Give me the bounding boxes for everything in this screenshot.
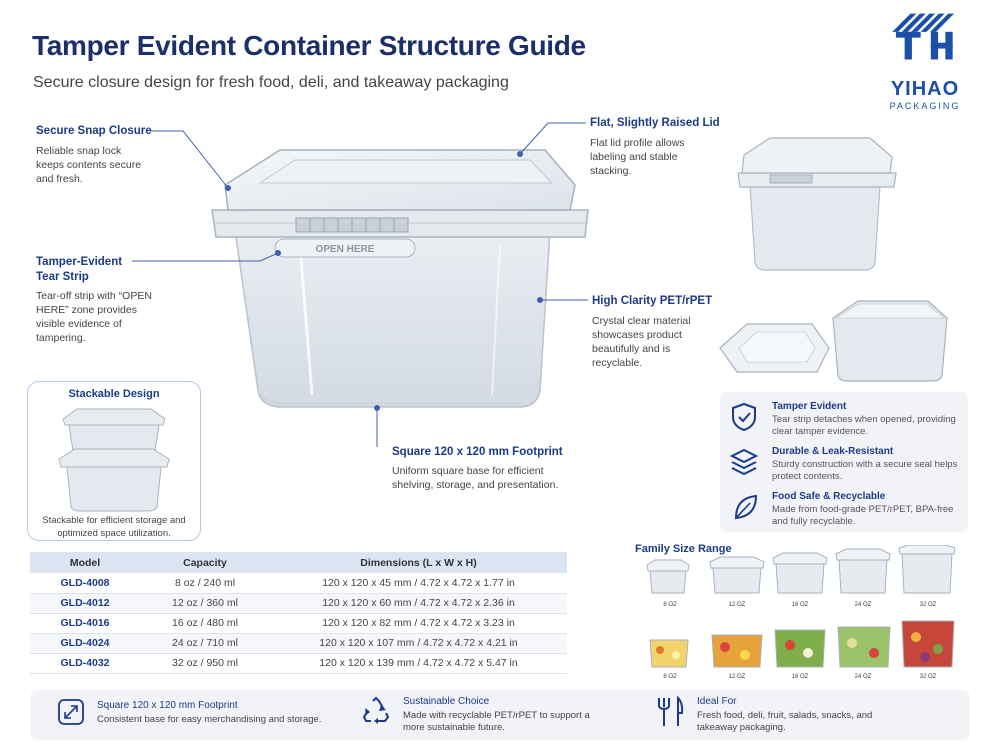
logo-subtext: PACKAGING — [889, 101, 961, 111]
spec-table: Model Capacity Dimensions (L x W x H) GL… — [30, 552, 567, 674]
table-cell-model: GLD-4032 — [30, 653, 140, 674]
table-header-model: Model — [30, 552, 140, 573]
table-row: GLD-4012 12 oz / 360 ml 120 x 120 x 60 m… — [30, 593, 567, 614]
callout-tear-text: Tear-off strip with “OPEN HERE” zone pro… — [36, 290, 152, 344]
table-cell-model: GLD-4016 — [30, 613, 140, 634]
callout-footprint-text: Uniform square base for efficient shelvi… — [392, 465, 559, 491]
family-size-label: 24 OZ — [854, 674, 872, 680]
callout-snap-text: Reliable snap lock keeps contents secure… — [36, 145, 142, 185]
table-cell-dimensions: 120 x 120 x 45 mm / 4.72 x 4.72 x 1.77 i… — [270, 573, 567, 594]
table-row: GLD-4032 32 oz / 950 ml 120 x 120 x 139 … — [30, 653, 567, 674]
bottom-ideal-title: Ideal For — [697, 696, 737, 707]
yihao-logo-icon — [892, 13, 955, 60]
resize-icon — [58, 699, 84, 725]
family-size-title: Family Size Range — [635, 543, 732, 555]
leaf-icon — [734, 494, 758, 520]
family-size-label: 12 OZ — [728, 674, 746, 680]
bottom-sustainable-text: Made with recyclable PET/rPET to support… — [403, 710, 590, 733]
family-size-label: 32 OZ — [919, 602, 937, 608]
container-closed-image — [737, 137, 897, 271]
bottom-sustainable-title: Sustainable Choice — [403, 696, 490, 707]
shield-check-icon — [732, 402, 756, 432]
table-header-capacity: Capacity — [140, 552, 270, 573]
table-cell-dimensions: 120 x 120 x 107 mm / 4.72 x 4.72 x 4.21 … — [270, 633, 567, 654]
layers-icon — [730, 448, 758, 476]
table-cell-model: GLD-4008 — [30, 573, 140, 594]
feature-food-safe-title: Food Safe & Recyclable — [772, 491, 886, 502]
stackable-text: Stackable for efficient storage and opti… — [42, 515, 186, 539]
family-size-label: 8 OZ — [663, 674, 677, 680]
table-cell-capacity: 16 oz / 480 ml — [140, 613, 270, 634]
container-base-image — [832, 300, 948, 382]
feature-tamper-title: Tamper Evident — [772, 401, 847, 412]
callout-footprint-title: Square 120 x 120 mm Footprint — [392, 446, 563, 458]
table-cell-model: GLD-4012 — [30, 593, 140, 614]
table-cell-model: GLD-4024 — [30, 633, 140, 654]
main-container-illustration: OPEN HERE — [211, 149, 589, 408]
table-row: GLD-4008 8 oz / 240 ml 120 x 120 x 45 mm… — [30, 573, 567, 594]
family-size-images — [646, 545, 956, 668]
family-size-label: 12 OZ — [728, 602, 746, 608]
bottom-info-bar — [30, 690, 970, 740]
logo-name: YIHAO — [890, 78, 960, 100]
utensils-icon — [658, 695, 684, 726]
table-header-dimensions: Dimensions (L x W x H) — [270, 552, 567, 573]
family-size-label: 24 OZ — [854, 602, 872, 608]
table-cell-dimensions: 120 x 120 x 139 mm / 4.72 x 4.72 x 5.47 … — [270, 653, 567, 674]
stacked-containers-image — [58, 408, 170, 512]
callout-clarity-title: High Clarity PET/rPET — [592, 295, 713, 307]
callout-snap-title: Secure Snap Closure — [36, 125, 152, 137]
feature-durable-text: Sturdy construction with a secure seal h… — [772, 459, 958, 482]
callout-tear-title: Tamper-Evident Tear Strip — [36, 256, 123, 283]
table-cell-capacity: 24 oz / 710 ml — [140, 633, 270, 654]
table-cell-capacity: 32 oz / 950 ml — [140, 653, 270, 674]
feature-tamper-text: Tear strip detaches when opened, providi… — [772, 414, 956, 437]
recycle-icon — [362, 696, 390, 724]
feature-food-safe-text: Made from food-grade PET/rPET, BPA-free … — [772, 504, 954, 527]
page-title: Tamper Evident Container Structure Guide — [32, 30, 586, 61]
feature-durable-title: Durable & Leak-Resistant — [772, 446, 894, 457]
stackable-title: Stackable Design — [68, 388, 160, 400]
table-row: GLD-4016 16 oz / 480 ml 120 x 120 x 82 m… — [30, 613, 567, 634]
table-cell-capacity: 12 oz / 360 ml — [140, 593, 270, 614]
container-lid-image — [719, 323, 830, 373]
table-cell-dimensions: 120 x 120 x 60 mm / 4.72 x 4.72 x 2.36 i… — [270, 593, 567, 614]
bottom-footprint-title: Square 120 x 120 mm Footprint — [97, 700, 238, 711]
table-cell-dimensions: 120 x 120 x 82 mm / 4.72 x 4.72 x 3.23 i… — [270, 613, 567, 634]
bottom-ideal-text: Fresh food, deli, fruit, salads, snacks,… — [697, 710, 873, 733]
features-panel — [720, 392, 968, 532]
page-subtitle: Secure closure design for fresh food, de… — [33, 74, 509, 91]
callout-lid-title: Flat, Slightly Raised Lid — [590, 117, 720, 129]
tear-strip-text: OPEN HERE — [316, 244, 375, 255]
table-cell-capacity: 8 oz / 240 ml — [140, 573, 270, 594]
callout-lid-text: Flat lid profile allows labeling and sta… — [590, 137, 685, 177]
family-size-label: 8 OZ — [663, 602, 677, 608]
family-size-label: 32 OZ — [919, 674, 937, 680]
callout-clarity-text: Crystal clear material showcases product… — [592, 315, 691, 369]
stackable-panel — [27, 381, 201, 541]
table-row: GLD-4024 24 oz / 710 ml 120 x 120 x 107 … — [30, 633, 567, 654]
family-size-label: 16 OZ — [791, 674, 809, 680]
bottom-footprint-text: Consistent base for easy merchandising a… — [97, 714, 322, 725]
family-size-label: 16 OZ — [791, 602, 809, 608]
